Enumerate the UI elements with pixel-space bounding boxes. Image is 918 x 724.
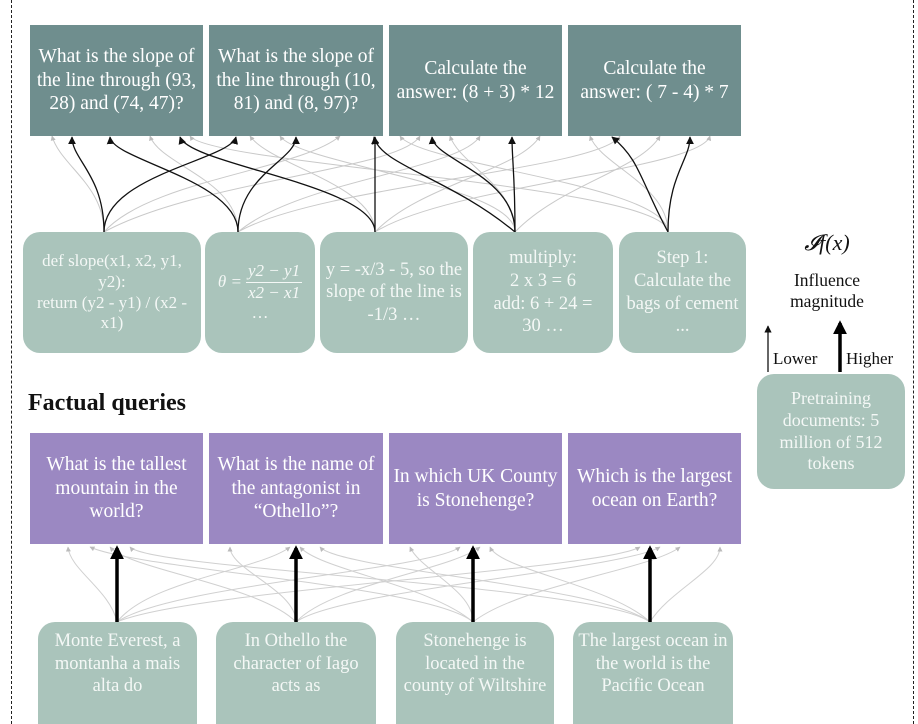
factual-query-2: What is the name of the antagonist in “O… [209, 433, 383, 544]
fraction-numerator: y2 − y1 [246, 261, 303, 283]
reasoning-query-4: Calculate the answer: ( 7 - 4) * 7 [568, 25, 741, 136]
theta-prefix: θ = [217, 271, 242, 291]
factual-doc-1: Monte Everest, a montanha a mais alta do [38, 622, 197, 724]
reasoning-doc-1: def slope(x1, x2, y1, y2): return (y2 - … [23, 232, 201, 353]
reasoning-doc-3: y = -x/3 - 5, so the slope of the line i… [320, 232, 468, 353]
factual-doc-3: Stonehenge is located in the county of W… [396, 622, 554, 724]
reasoning-strong-links [68, 136, 694, 233]
reasoning-query-3: Calculate the answer: (8 + 3) * 12 [389, 25, 562, 136]
slope-fraction: y2 − y1 x2 − x1 [246, 261, 303, 303]
reasoning-doc-5: Step 1: Calculate the bags of cement ... [619, 232, 746, 353]
factual-query-4: Which is the largest ocean on Earth? [568, 433, 741, 544]
reasoning-doc-2: θ = y2 − y1 x2 − x1 … [205, 232, 315, 353]
factual-strong-links [110, 545, 657, 622]
doc-ellipsis: … [251, 303, 269, 323]
factual-doc-4: The largest ocean in the world is the Pa… [573, 622, 733, 724]
factual-query-3: In which UK County is Stonehenge? [389, 433, 562, 544]
factual-doc-2: In Othello the character of Iago acts as [216, 622, 376, 724]
lower-label: Lower [773, 349, 818, 368]
higher-label: Higher [846, 349, 894, 368]
dashed-frame-right [913, 0, 914, 724]
reasoning-doc-4: multiply: 2 x 3 = 6 add: 6 + 24 = 30 … [473, 232, 613, 353]
reasoning-query-1: What is the slope of the line through (9… [30, 25, 203, 136]
reasoning-query-2: What is the slope of the line through (1… [209, 25, 383, 136]
reasoning-weak-links [50, 135, 712, 233]
dashed-frame-left [11, 0, 12, 724]
legend-arrows [764, 320, 847, 372]
fraction-denominator: x2 − x1 [248, 282, 301, 302]
pretraining-documents-box: Pretraining documents: 5 million of 512 … [757, 374, 905, 489]
factual-weak-links [65, 546, 723, 623]
influence-magnitude-label: Influence magnitude [790, 270, 864, 311]
influence-formula: 𝓘f(x) [804, 230, 850, 255]
factual-queries-heading: Factual queries [28, 390, 186, 416]
factual-query-1: What is the tallest mountain in the worl… [30, 433, 203, 544]
